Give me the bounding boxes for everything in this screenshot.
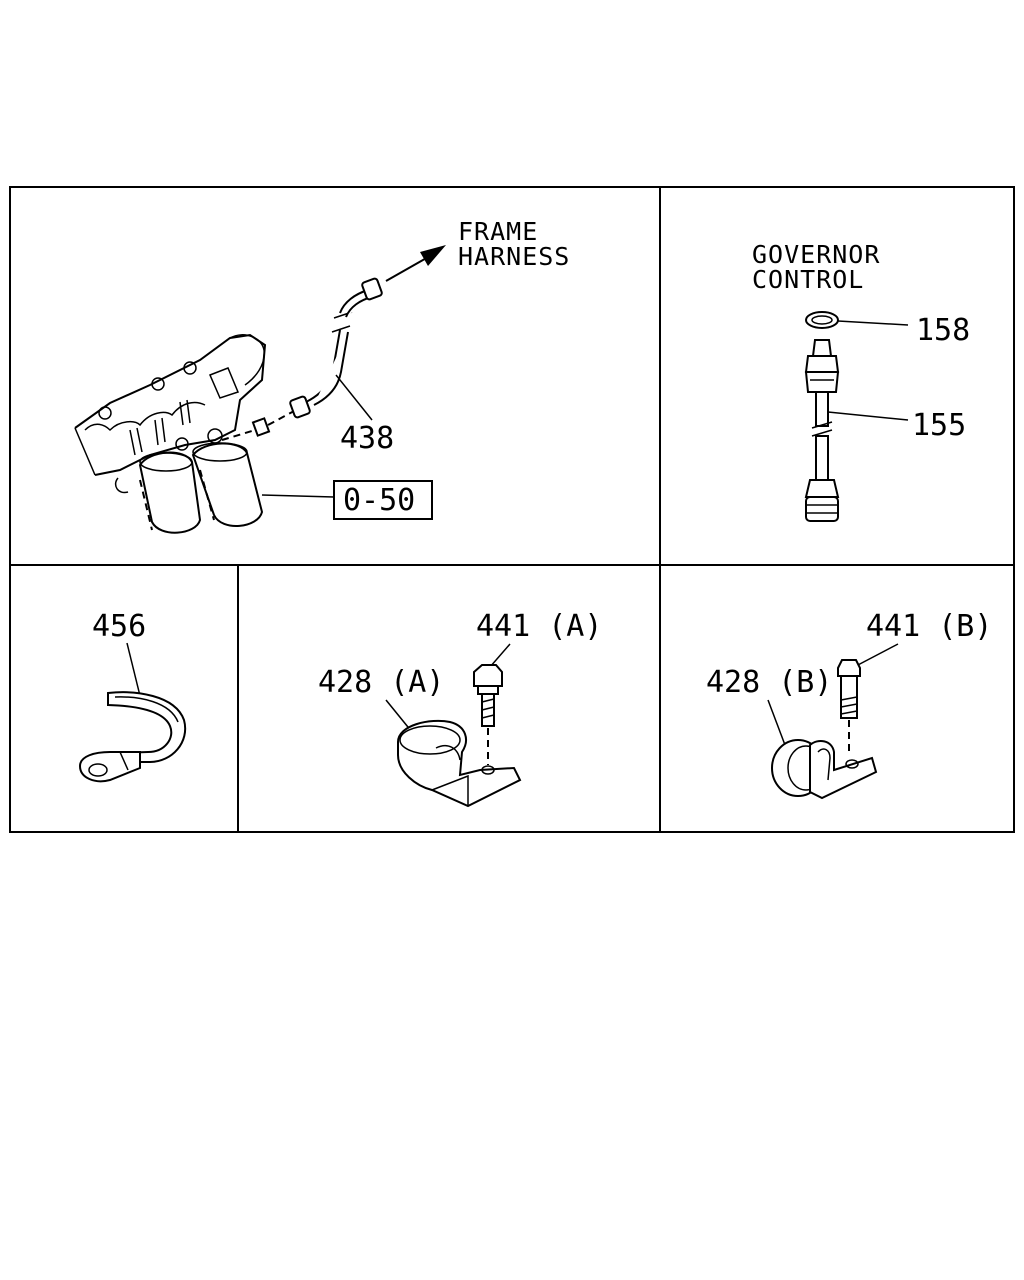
frame-harness-label-line1: FRAME (458, 217, 538, 246)
callout-428b[interactable]: 428 (B) (706, 665, 832, 700)
leader-155 (827, 411, 909, 421)
reference-0-50[interactable]: 0-50 (343, 483, 415, 518)
callout-155[interactable]: 155 (912, 408, 966, 443)
leader-428b (767, 699, 786, 746)
governor-caption-line1: GOVERNOR (752, 240, 880, 269)
bolt-441b-illustration (837, 659, 861, 755)
governor-caption-line2: CONTROL (752, 265, 864, 294)
bolt-441a-illustration (473, 664, 503, 765)
leader-441a (489, 643, 511, 668)
reference-box[interactable] (333, 480, 433, 520)
clamp-428b-illustration (771, 739, 878, 800)
leader-428a (385, 699, 413, 733)
washer-158-illustration (805, 311, 839, 329)
leader-158 (837, 320, 909, 326)
callout-441a[interactable]: 441 (A) (476, 609, 602, 644)
diagram-frame (9, 186, 1015, 833)
callout-428a[interactable]: 428 (A) (318, 665, 444, 700)
clamp-428a-illustration (397, 719, 522, 808)
callout-456[interactable]: 456 (92, 609, 146, 644)
leader-441b (855, 643, 899, 667)
clip-456-illustration (78, 691, 187, 783)
callout-438[interactable]: 438 (340, 421, 394, 456)
frame-harness-label-line2: HARNESS (458, 242, 570, 271)
engine-filter-illustration (74, 333, 267, 534)
leader-438 (335, 374, 373, 421)
callout-441b[interactable]: 441 (B) (866, 609, 992, 644)
hose-155-illustration (804, 339, 840, 522)
callout-158[interactable]: 158 (916, 313, 970, 348)
leader-0-50 (261, 494, 335, 498)
hose-438-illustration (221, 245, 446, 441)
